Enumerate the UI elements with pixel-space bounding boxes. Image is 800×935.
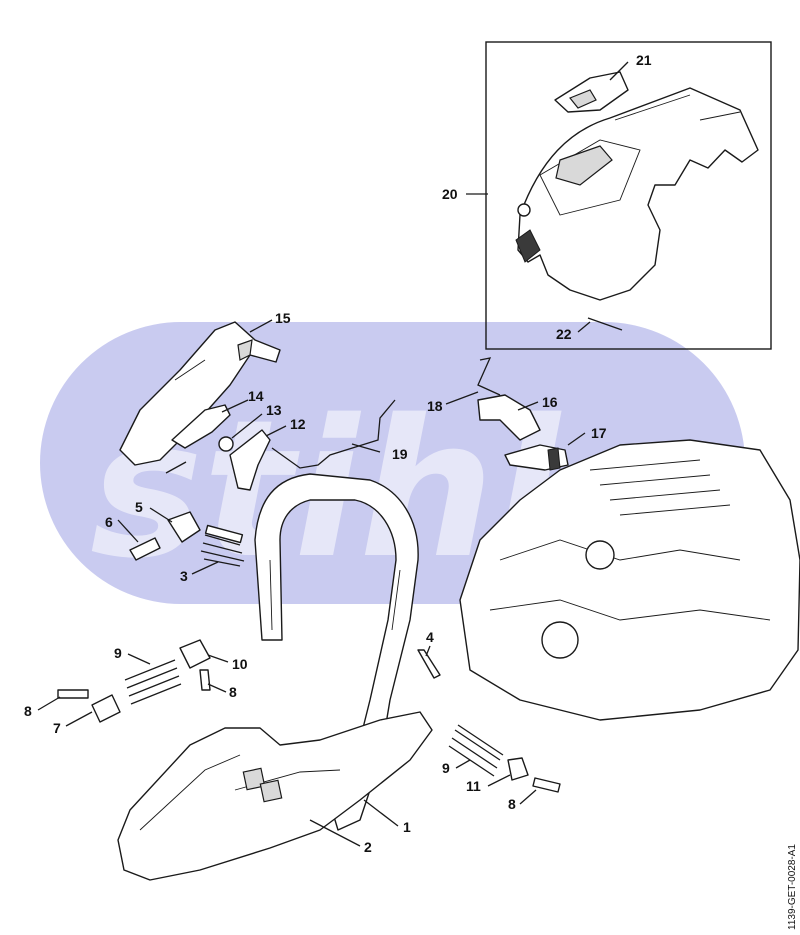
linkage-group (477, 357, 569, 471)
shroud-part (515, 87, 759, 301)
callout-7: 7 (53, 720, 61, 736)
ring-part-13 (218, 436, 234, 452)
callout-11: 11 (466, 778, 481, 794)
callout-21: 21 (636, 52, 652, 68)
spring-part-3 (200, 524, 245, 567)
leader-lines (37, 61, 629, 847)
left-spring-group (57, 639, 211, 723)
callout-14: 14 (248, 388, 264, 404)
rear-handle-part (117, 711, 433, 881)
callout-labels: 1 2 3 4 5 6 7 8 9 10 8 9 11 8 12 13 14 1… (24, 52, 652, 855)
lever-part-12 (229, 429, 271, 491)
screw-part-4 (417, 649, 441, 679)
callout-20: 20 (442, 186, 458, 202)
knob-part (554, 71, 629, 113)
callout-19: 19 (392, 446, 408, 462)
document-number: 1139-GET-0028-A1 (787, 844, 798, 930)
callout-8c: 8 (508, 796, 516, 812)
part-line-12 (165, 461, 187, 474)
callout-1: 1 (403, 819, 411, 835)
callout-4: 4 (426, 629, 434, 645)
callout-6: 6 (105, 514, 113, 530)
callout-17: 17 (591, 425, 607, 441)
inset-frame (485, 41, 772, 350)
callout-16: 16 (542, 394, 558, 410)
callout-22: 22 (556, 326, 572, 342)
screw-part-6 (129, 537, 161, 561)
callout-2: 2 (364, 839, 372, 855)
callout-9a: 9 (114, 645, 122, 661)
bracket-part-14 (171, 404, 231, 449)
engine-part (459, 439, 800, 721)
callout-18: 18 (427, 398, 443, 414)
callout-15: 15 (275, 310, 291, 326)
callout-3: 3 (180, 568, 188, 584)
callout-5: 5 (135, 499, 143, 515)
right-spring-group (448, 724, 561, 793)
callout-8b: 8 (229, 684, 237, 700)
callout-12: 12 (290, 416, 306, 432)
callout-8a: 8 (24, 703, 32, 719)
mount-part-5 (167, 511, 201, 543)
rod-part-22 (587, 317, 623, 331)
callout-13: 13 (266, 402, 282, 418)
handle-cover-part (119, 321, 281, 466)
callout-9b: 9 (442, 760, 450, 776)
callout-10: 10 (232, 656, 248, 672)
throttle-rod-part-19 (271, 399, 396, 469)
